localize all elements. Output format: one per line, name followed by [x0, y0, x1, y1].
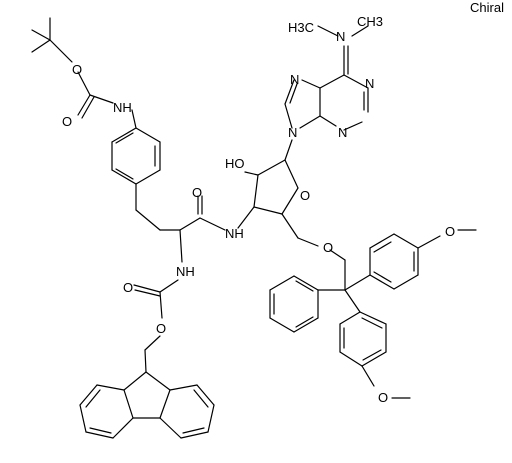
atom-purine-n9: N: [288, 125, 297, 140]
atom-methyl-right: CH3: [357, 14, 383, 29]
atom-n-dimethylamino: N: [336, 29, 345, 44]
chiral-label: Chiral: [470, 0, 504, 15]
atom-purine-n1: N: [365, 76, 374, 91]
atom-amide-nh: NH: [225, 226, 244, 241]
atom-fmoc-ester-o: O: [156, 321, 166, 336]
atom-hydroxyl: HO: [225, 156, 245, 171]
atom-amide-o: O: [192, 185, 202, 200]
atom-ether-o: O: [323, 240, 333, 255]
atom-methoxy-top-o: O: [445, 224, 455, 239]
atom-boc-ester-o: O: [72, 62, 82, 77]
atom-methyl-left: H3C: [288, 20, 314, 35]
atom-carbamate-nh: NH: [176, 264, 195, 279]
bond-lines: [31, 17, 477, 439]
atom-boc-carbonyl-o: O: [62, 114, 72, 129]
atom-labels: N H3C CH3 N N N N O O NH HO O NH O O NH …: [62, 14, 455, 405]
atom-purine-n7: N: [290, 72, 299, 87]
atom-ring-o: O: [300, 188, 310, 203]
atom-purine-n3: N: [338, 125, 347, 140]
atom-fmoc-carbonyl-o: O: [123, 280, 133, 295]
atom-boc-nh: NH: [113, 100, 132, 115]
atom-methoxy-bottom-o: O: [378, 390, 388, 405]
